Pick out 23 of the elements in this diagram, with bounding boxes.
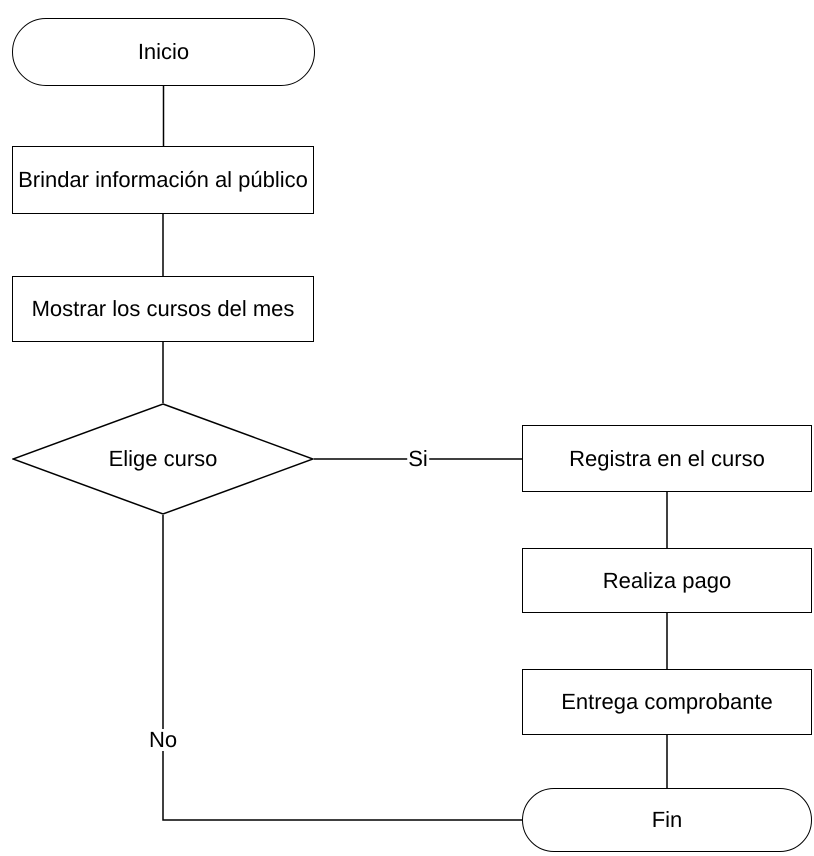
process-box — [12, 146, 314, 214]
node-text: Realiza pago — [602, 566, 732, 595]
node-text: Brindar información al público — [17, 166, 309, 194]
process-box — [12, 276, 314, 342]
connector-line — [666, 613, 668, 669]
connector-line — [666, 735, 668, 788]
node-text: Mostrar los cursos del mes — [30, 295, 296, 324]
process-box — [522, 548, 812, 613]
node-text: Elige curso — [108, 445, 218, 474]
node-text: Inicio — [136, 38, 190, 66]
process-box — [522, 425, 812, 492]
connector-line — [162, 515, 522, 821]
node-text: Entrega comprobante — [560, 688, 774, 716]
connector-line — [314, 458, 522, 460]
edge-label: No — [148, 729, 178, 751]
decision-diamond — [12, 403, 314, 515]
connector-line — [666, 492, 668, 548]
connector-line — [162, 86, 164, 146]
process-box — [522, 669, 812, 735]
node-text: Registra en el curso — [568, 444, 766, 473]
node-text: Fin — [650, 806, 684, 834]
connector-line — [162, 214, 164, 276]
connector-line — [162, 342, 164, 403]
